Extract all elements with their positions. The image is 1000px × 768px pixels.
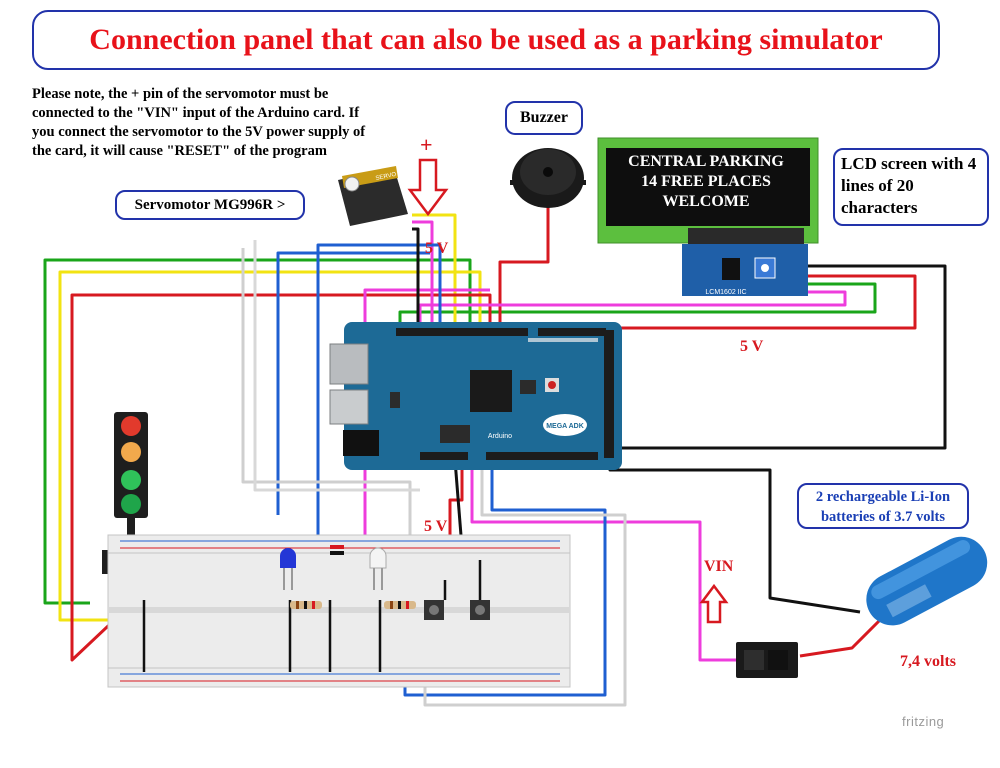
resistor-1: [290, 601, 322, 609]
five-volt-label-board: 5 V: [425, 240, 449, 257]
wire-pink-servo-plus: [412, 220, 434, 330]
page-title: Connection panel that can also be used a…: [89, 23, 883, 56]
wire-black-gnd-breadboard: [453, 459, 464, 549]
battery-label: 2 rechargeable Li-Ion batteries of 3.7 v…: [815, 489, 951, 525]
battery-label-box: 2 rechargeable Li-Ion batteries of 3.7 v…: [797, 483, 969, 529]
vin-arrow: [699, 583, 729, 624]
battery-pack: [866, 536, 988, 626]
wire-yellow-servo-signal: [412, 213, 457, 330]
lcd-line-3: WELCOME: [662, 193, 750, 210]
servo-label-box: Servomotor MG996R >: [115, 190, 305, 220]
servo-label: SERVO: [375, 172, 397, 182]
wire-red-traffic-light: [70, 293, 492, 662]
breadboard: [107, 534, 571, 688]
wire-black-servo-gnd: [412, 227, 420, 330]
power-switch: [736, 642, 798, 678]
title-box: Connection panel that can also be used a…: [32, 10, 940, 70]
lcd-label: LCD screen with 4 lines of 20 characters: [841, 154, 977, 217]
vin-label: VIN: [704, 558, 734, 575]
wire-green-lcd-sda: [398, 282, 877, 330]
lcd-screen: [597, 137, 819, 244]
plus-label: +: [420, 132, 433, 157]
arduino-model-label: MEGA ADK: [546, 423, 584, 430]
wire-white-b: [253, 240, 420, 492]
buzzer-label: Buzzer: [520, 109, 568, 126]
servo-warning-note: Please note, the + pin of the servomotor…: [32, 86, 366, 159]
arduino-mega-board: MEGA ADK Arduino: [329, 322, 622, 470]
i2c-module-label: LCM1602 IIC: [705, 289, 746, 296]
wire-red-5v-breadboard: [448, 460, 464, 548]
wire-red-lcd-vcc: [620, 274, 917, 330]
five-volt-label-right: 5 V: [740, 338, 764, 355]
resistor-2: [384, 601, 416, 609]
buzzer: [510, 148, 586, 208]
push-button-1: [424, 600, 444, 620]
wire-red-buzzer: [498, 205, 550, 330]
blue-led: [280, 548, 296, 590]
volts-label: 7,4 volts: [900, 653, 956, 670]
servomotor: SERVO: [338, 166, 408, 226]
push-button-2: [470, 600, 490, 620]
arduino-brand-label: Arduino: [488, 433, 512, 440]
lcd-line-2: 14 FREE PLACES: [641, 173, 771, 190]
fritzing-watermark: fritzing: [902, 714, 945, 729]
servo-label: Servomotor MG996R >: [134, 196, 286, 213]
wire-pink-vin: [470, 460, 738, 662]
wire-blue-button: [276, 251, 430, 515]
lcd-display-text: CENTRAL PARKING 14 FREE PLACES WELCOME: [604, 152, 808, 222]
wire-pink-lcd-scl: [418, 290, 847, 330]
wire-blue-led: [316, 243, 442, 573]
lcd-line-1: CENTRAL PARKING: [628, 153, 784, 170]
lcd-label-box: LCD screen with 4 lines of 20 characters: [833, 148, 989, 226]
wire-black-lcd-gnd: [608, 264, 947, 614]
white-led: [369, 547, 387, 590]
plus-arrow: [407, 158, 449, 217]
wire-white-c: [423, 465, 627, 707]
buzzer-label-box: Buzzer: [505, 101, 583, 135]
i2c-lcd-module: LCM1602 IIC: [682, 244, 808, 296]
five-volt-label-breadboard: 5 V: [424, 518, 448, 535]
wire-red-battery: [799, 618, 882, 658]
